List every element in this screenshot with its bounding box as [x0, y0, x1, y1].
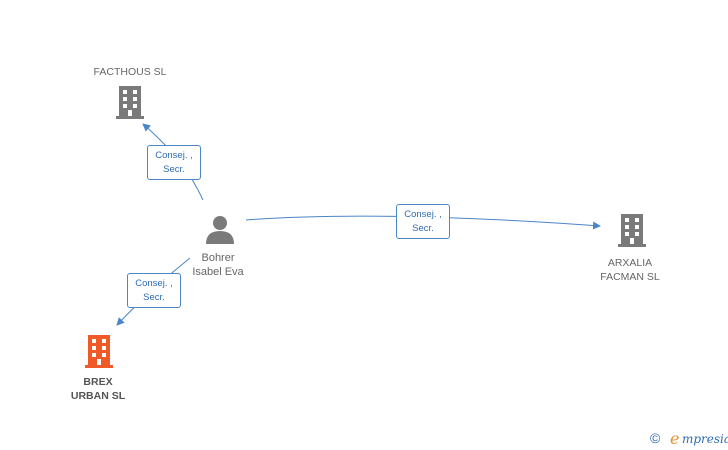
copyright-symbol: © — [650, 430, 661, 446]
node-label-person[interactable]: Bohrer Isabel Eva — [192, 252, 244, 278]
building-icon-brex[interactable] — [85, 335, 113, 368]
node-label-arxalia[interactable]: ARXALIA FACMAN SL — [600, 257, 660, 283]
edge-label-brex: Consej. , Secr. — [127, 273, 181, 308]
brand-name: mpresia — [682, 432, 728, 446]
building-icon-facthous[interactable] — [116, 86, 144, 119]
edge-label-arxalia: Consej. , Secr. — [396, 204, 450, 239]
node-label-facthous[interactable]: FACTHOUS SL — [93, 66, 167, 78]
building-icon-arxalia[interactable] — [618, 214, 646, 247]
brand-initial: e — [670, 429, 680, 448]
node-label-brex[interactable]: BREX URBAN SL — [70, 376, 126, 402]
person-icon[interactable] — [206, 216, 234, 244]
edge-label-facthous: Consej. , Secr. — [147, 145, 201, 180]
